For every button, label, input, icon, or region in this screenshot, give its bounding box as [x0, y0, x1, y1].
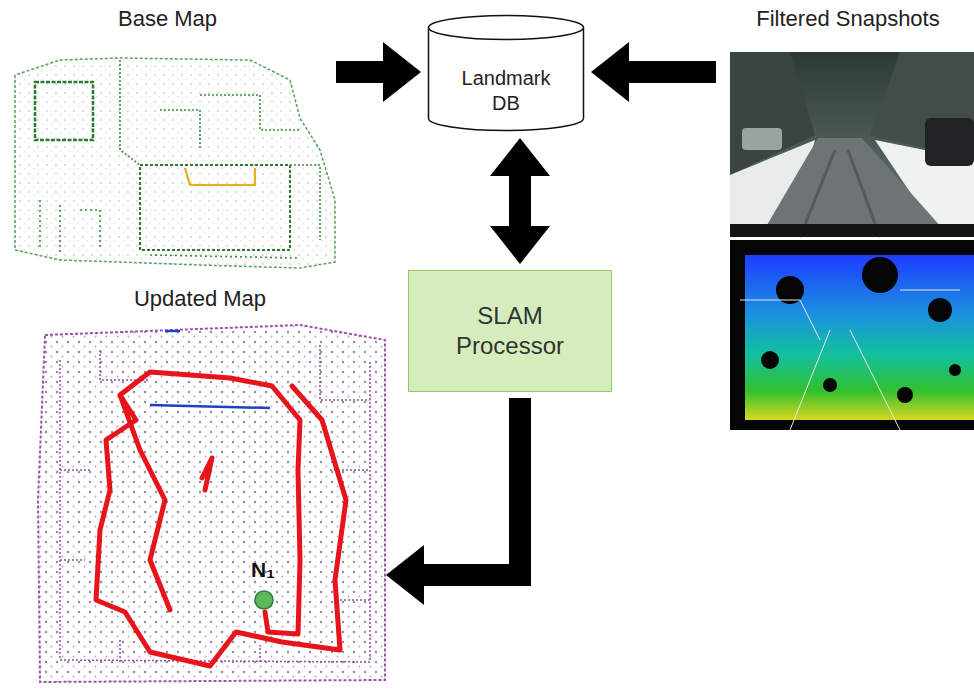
map-detail [165, 330, 180, 333]
map-detail [735, 255, 974, 420]
map-detail [800, 150, 880, 237]
arrow-head [591, 42, 629, 102]
camera-snapshot [730, 52, 974, 237]
map-detail [730, 52, 974, 237]
map-detail [38, 325, 385, 682]
cylinder-body [429, 28, 584, 131]
arrow-head [383, 42, 421, 102]
panel-heading: Filtered Snapshots [756, 6, 939, 32]
updated-map-drawing [38, 325, 385, 682]
map-detail [140, 165, 290, 250]
node-label: N₁ [251, 558, 275, 582]
map-detail [255, 591, 273, 609]
map-detail [761, 351, 779, 369]
arrow-head [490, 226, 550, 264]
panel-heading: Updated Map [134, 286, 266, 312]
map-detail [897, 387, 913, 403]
arrow-head [386, 545, 424, 605]
database-cylinder: Landmark DB [427, 14, 585, 132]
map-detail [40, 200, 300, 258]
map-detail [928, 298, 952, 322]
map-detail [15, 58, 335, 268]
map-detail [730, 224, 974, 237]
block-arrow [591, 42, 716, 102]
node-text: Landmark DB [451, 66, 561, 116]
panel-heading: Base Map [118, 6, 217, 32]
depth-snapshot [730, 240, 974, 430]
arrow-shaft [509, 174, 531, 228]
snapshot-panel: Filtered Snapshots [722, 4, 974, 434]
map-detail [823, 378, 837, 392]
arrow-shaft [422, 398, 520, 575]
block-arrow [490, 138, 550, 264]
map-detail [185, 168, 255, 185]
map-detail [150, 405, 270, 408]
arrow-shaft [336, 61, 385, 83]
map-detail [742, 128, 782, 150]
map-detail [96, 372, 346, 666]
map-detail [740, 290, 960, 430]
map-detail [949, 364, 961, 376]
cylinder-top [429, 16, 584, 40]
block-arrow [386, 398, 520, 605]
arrow-shaft [627, 61, 716, 83]
arrow-head [490, 138, 550, 176]
map-panel: Updated Map [20, 284, 380, 688]
process-box: SLAM Processor [408, 270, 612, 392]
map-detail [35, 82, 93, 140]
map-detail [760, 138, 950, 237]
map-detail [120, 60, 320, 240]
base-map-drawing [15, 58, 335, 268]
node-text: SLAM Processor [435, 301, 585, 361]
map-detail [862, 257, 898, 293]
map-detail [735, 240, 745, 430]
map-detail [925, 118, 974, 166]
map-detail [730, 240, 974, 430]
block-arrow [336, 42, 421, 102]
map-panel: Base Map [5, 4, 330, 280]
